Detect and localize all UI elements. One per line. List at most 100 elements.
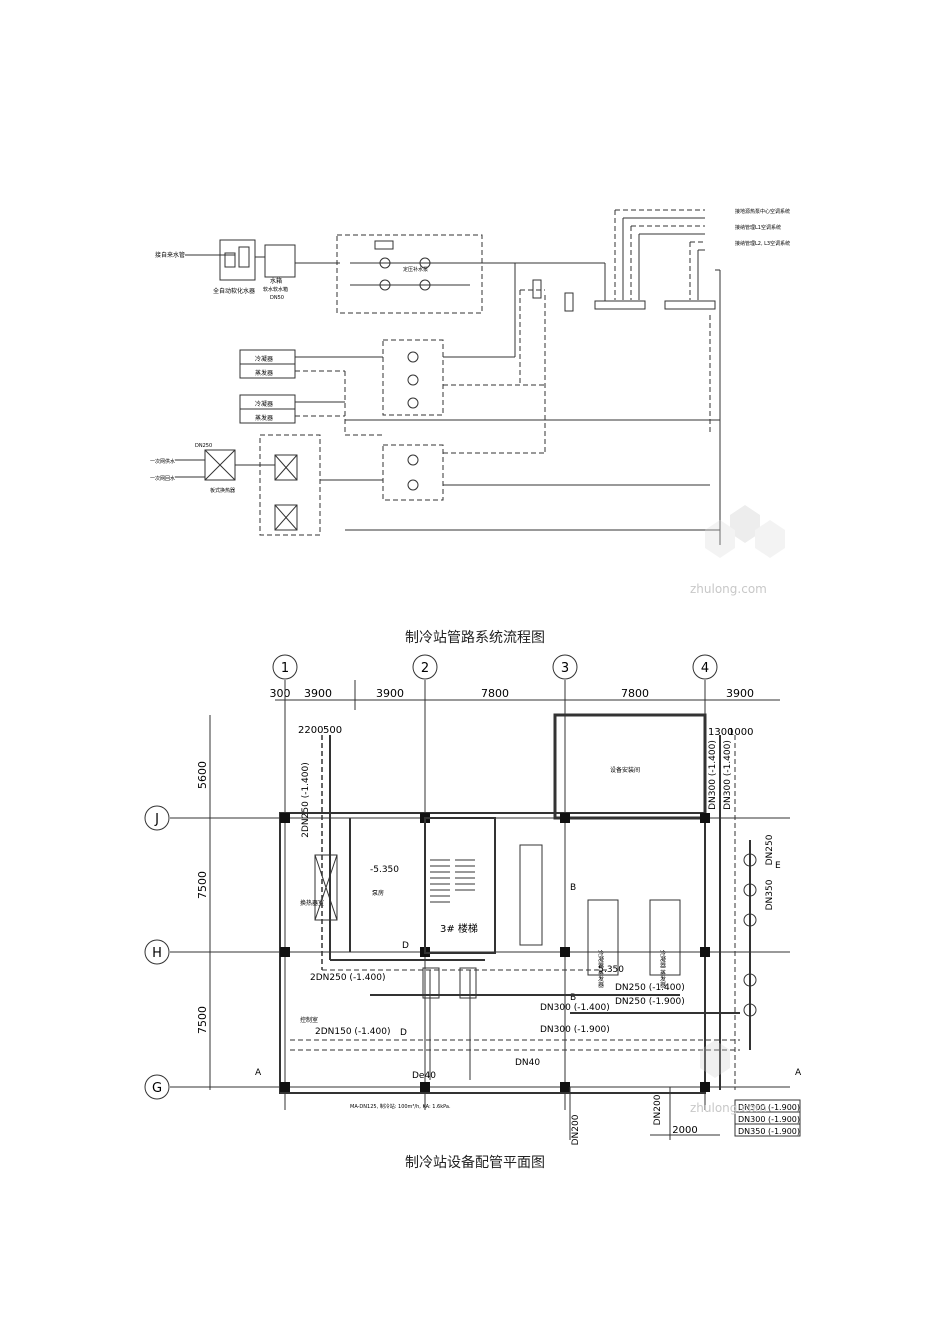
right-pump-2 <box>743 883 757 897</box>
axis-2-label: 2 <box>421 661 429 676</box>
hx-room-label: 换热器室 <box>300 899 324 907</box>
hx-cross-2 <box>204 449 236 481</box>
right-pump-3 <box>743 913 757 927</box>
axis-h-label: H <box>152 946 162 961</box>
legend-item-2: DN300 (-1.900) <box>738 1115 800 1124</box>
hx-dn-label: DN250 <box>195 443 212 449</box>
pipe-label-j: DN250 <box>765 834 775 865</box>
column-4h <box>700 947 710 957</box>
dim-top-3900-a: 3900 <box>304 687 332 700</box>
plate-hx-1 <box>274 454 298 481</box>
column-3g <box>560 1082 570 1092</box>
right-pump-5 <box>743 1003 757 1017</box>
dim-2000-label: 2000 <box>672 1125 697 1136</box>
chiller-2-plan-label: 冷凝器 蒸发器 <box>659 949 666 989</box>
dim-top-7800-a: 7800 <box>481 687 509 700</box>
hx-unit-x2 <box>314 854 338 921</box>
pump-group-tag <box>374 240 394 250</box>
right-pump-4 <box>743 973 757 987</box>
dim-1000: 1000 <box>728 727 753 738</box>
tank-plan <box>519 844 543 946</box>
plate-hx-2-x2 <box>274 504 298 531</box>
hx-unit <box>314 854 338 921</box>
axis-1-bubble <box>272 654 298 680</box>
makeup-pump-3 <box>419 257 431 269</box>
dim-top-7800-b: 7800 <box>621 687 649 700</box>
axis-bubbles-top: 1 2 3 4 <box>272 654 718 680</box>
dn40-label: DN40 <box>515 1058 540 1068</box>
softener-label: 全自动软化水器 <box>213 287 255 295</box>
stair-treads <box>430 859 475 903</box>
chilled-pump-3 <box>407 397 419 409</box>
pump-column-right <box>743 853 757 1017</box>
softener-tank-a <box>224 252 236 268</box>
column-3h <box>560 947 570 957</box>
column-1h <box>280 947 290 957</box>
expansion-tank-2 <box>564 292 574 312</box>
section-a-left: A <box>255 1068 262 1078</box>
makeup-pump-box <box>336 234 483 314</box>
column-1j <box>280 813 290 823</box>
dn200-label-a: DN200 <box>571 1114 581 1145</box>
supply-header <box>594 300 646 310</box>
water-tank <box>264 244 296 278</box>
plan-drawing: 1 2 3 4 300 3900 3900 7800 7800 3900 J H… <box>140 650 805 1145</box>
pipe-label-g: DN300 (-1.900) <box>540 1025 610 1035</box>
pump-room-label: 泵房 <box>372 889 384 897</box>
return-1-label: 一次网回水 <box>150 475 175 482</box>
axis-2-bubble <box>412 654 438 680</box>
evaporator-1-label: 蒸发器 <box>255 369 273 377</box>
softener-unit <box>219 239 256 281</box>
legend-box <box>734 1099 801 1137</box>
column-3j <box>560 813 570 823</box>
pipe-label-k: DN350 <box>765 879 775 910</box>
watermark-logo-icon-2 <box>700 1040 730 1078</box>
section-b-top: B <box>570 883 576 893</box>
chiller-1-label: 冷凝器 <box>255 355 273 363</box>
plan-caption: 制冷站设备配管平面图 <box>405 1155 545 1171</box>
axis-4-label: 4 <box>701 661 709 676</box>
chilled-pump-box <box>382 339 444 416</box>
evaporator-2-label: 蒸发器 <box>255 414 273 422</box>
chiller-1-plan-label: 冷凝器 蒸发器 <box>597 949 604 989</box>
section-a-right: A <box>795 1068 802 1078</box>
equipment-room <box>553 713 707 820</box>
plan-drawing-svg: 1 2 3 4 300 3900 3900 7800 7800 3900 J H… <box>144 654 802 1145</box>
softener-tank-b <box>238 246 250 268</box>
pipe-label-f: DN300 (-1.400) <box>540 1003 610 1013</box>
legend-item-3: DN350 (-1.900) <box>738 1127 800 1136</box>
dim-1300: 1300 <box>708 727 733 738</box>
dim-left-5600: 5600 <box>196 761 209 789</box>
tank-dn50-label: DN50 <box>270 295 284 301</box>
pipe-label-a: 2DN250 (-1.400) <box>301 762 311 837</box>
pump-lower-1 <box>422 967 440 999</box>
return-header <box>664 300 716 310</box>
makeup-pump-1 <box>379 257 391 269</box>
flow-diagram-svg: 接自来水管 全自动软化水器 水箱 软水软水箱 DN50 定压补水泵 接地源热泵中… <box>150 208 790 596</box>
axis-1-label: 1 <box>281 661 289 676</box>
column-4j <box>700 813 710 823</box>
legend-item-1: DN300 (-1.900) <box>738 1103 800 1112</box>
level-label-1: -5.350 <box>370 865 399 875</box>
hx-group-box <box>259 434 321 536</box>
tank-sub-label: 软水软水箱 <box>263 286 288 293</box>
domestic-water-label: 接自来水管 <box>155 251 185 259</box>
chiller-1-plan <box>587 899 619 976</box>
makeup-pump-2 <box>379 279 391 291</box>
pipe-legend: DN300 (-1.900) DN300 (-1.900) DN350 (-1.… <box>734 1099 801 1137</box>
equip-room-label: 设备安装间 <box>610 766 640 774</box>
plan-note: MA-DN125, 制冷站: 100m³/h, KA: 1.6kPa. <box>350 1103 451 1110</box>
axis-g-label: G <box>152 1081 162 1096</box>
chilled-pump-2 <box>407 374 419 386</box>
primary-pump-1 <box>407 454 419 466</box>
chiller-2-label: 冷凝器 <box>255 400 273 408</box>
plate-hx-2 <box>274 504 298 531</box>
dim-500: 500 <box>323 725 342 736</box>
axis-g-bubble <box>144 1074 170 1100</box>
chilled-pump-1 <box>407 351 419 363</box>
dn200-label-b: DN200 <box>653 1094 663 1125</box>
de40-label: De40 <box>412 1071 436 1081</box>
dim-left-7500-a: 7500 <box>196 871 209 899</box>
pipe-label-i: DN300 (-1.400) <box>723 740 733 810</box>
section-b-bottom: B <box>570 993 576 1003</box>
